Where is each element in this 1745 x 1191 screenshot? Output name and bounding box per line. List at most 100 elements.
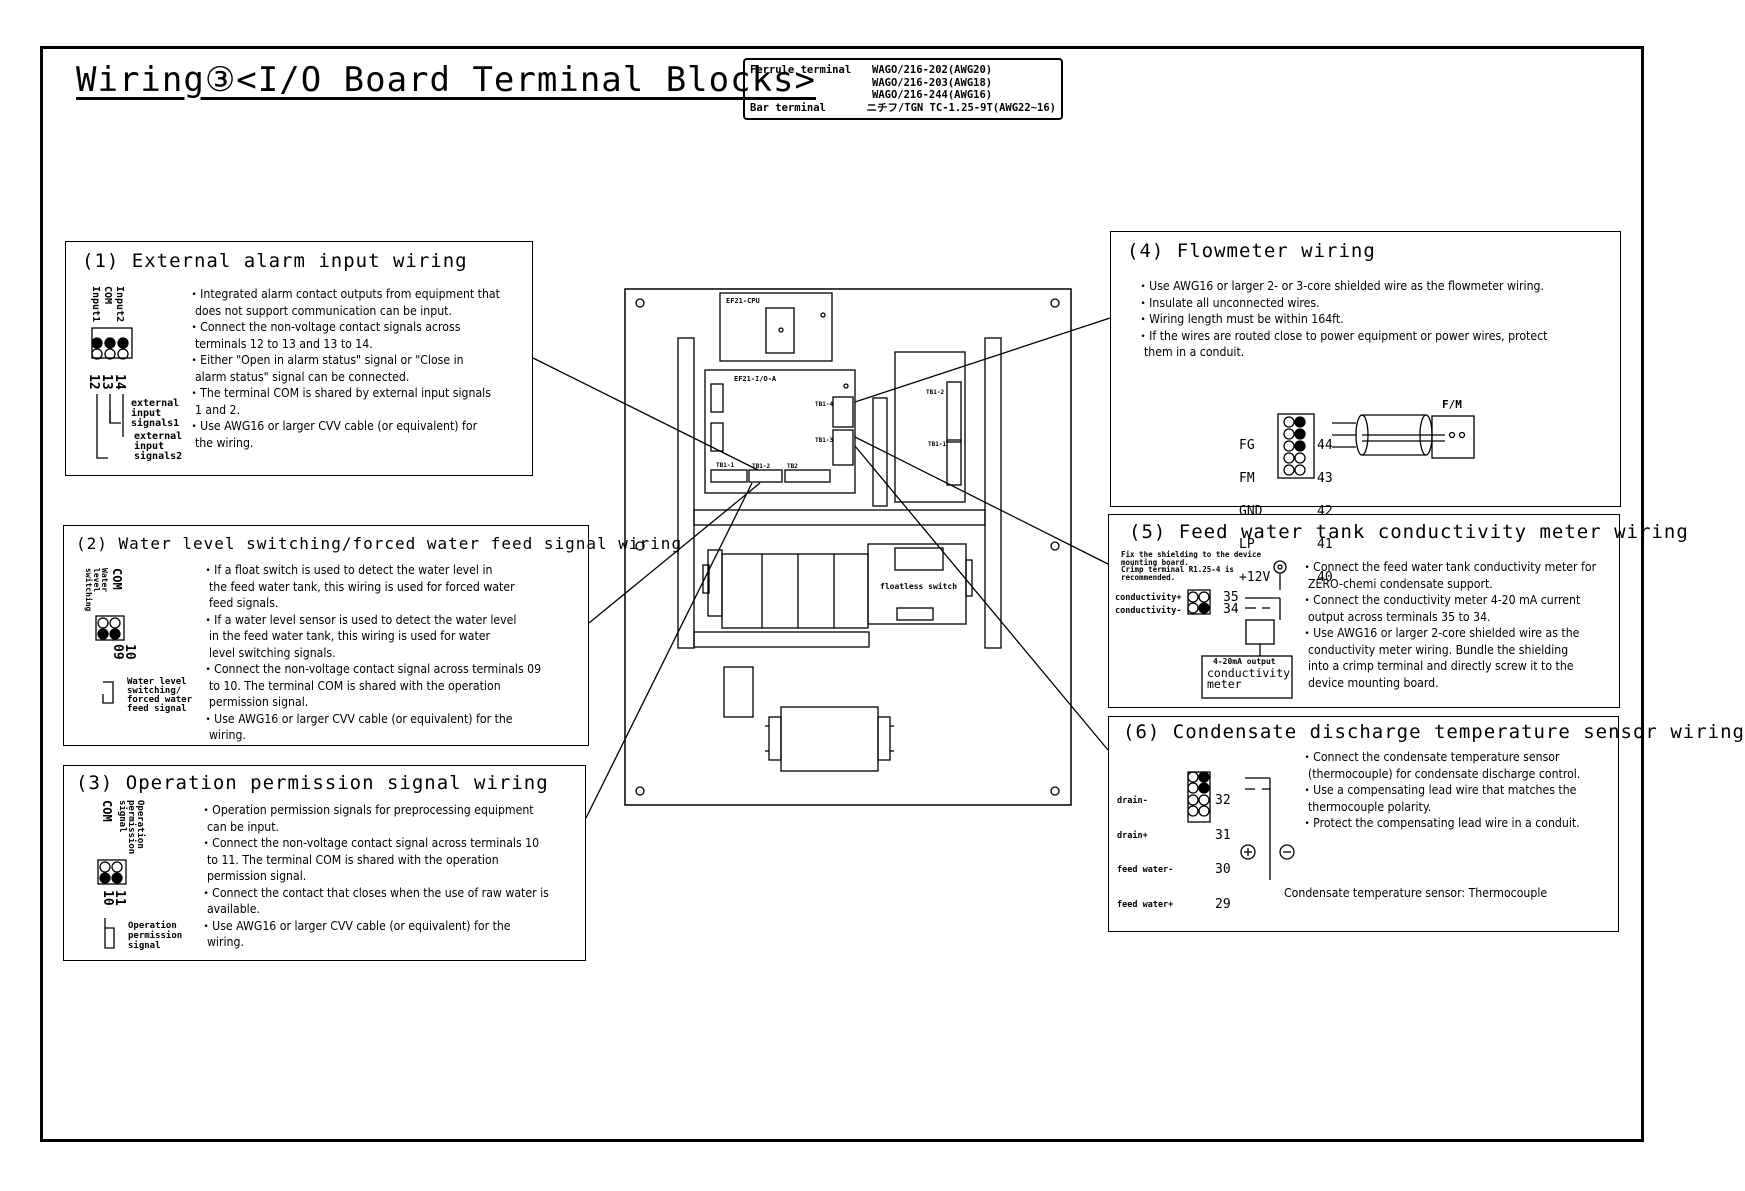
lbl-drain-minus: drain- — [1117, 796, 1148, 806]
rail — [984, 337, 1002, 649]
leader-6 — [854, 445, 1109, 751]
term-fm: FM — [1239, 471, 1255, 486]
legend-label: Bar terminal — [750, 101, 826, 114]
relay-block — [721, 553, 869, 629]
cpu-module — [765, 307, 795, 354]
component — [723, 666, 754, 718]
legend-value: WAGO/216-244(AWG16) — [872, 89, 993, 101]
mount-hole — [635, 298, 645, 308]
lbl-feed-minus: feed water- — [1117, 865, 1174, 875]
mount-hole — [635, 541, 645, 551]
section-operation-permission: (3) Operation permission signal wiring ・… — [63, 765, 586, 961]
legend-row: WAGO/216-203(AWG18) — [750, 77, 1056, 90]
conductivity-meter — [1201, 655, 1293, 699]
section-heading: (2) Water level switching/forced water f… — [76, 534, 683, 553]
leader-1 — [532, 357, 759, 471]
term-fg: FG — [1239, 438, 1255, 453]
mount-hole — [1050, 541, 1060, 551]
leader-3 — [585, 482, 753, 819]
term-lp: LP — [1239, 537, 1255, 552]
signal-label: Operation permission signal — [128, 921, 183, 951]
section-heading: (4) Flowmeter wiring — [1127, 240, 1376, 262]
cond-plus-label: conductivity+ — [1115, 593, 1182, 603]
drawing-title: Wiring③<I/O Board Terminal Blocks> — [76, 60, 816, 100]
legend-row: Bar terminal ニチフ/TGN TC-1.25-9T(AWG22~16) — [750, 102, 1056, 115]
term-30: 30 — [1215, 862, 1231, 877]
section-body: ・Use AWG16 or larger 2- or 3-core shield… — [1137, 279, 1548, 359]
legend-value: WAGO/216-203(AWG18) — [872, 76, 993, 89]
term-44: 44 — [1317, 438, 1333, 453]
cond-terminal-34: 34 — [1223, 602, 1239, 617]
leader-5 — [854, 436, 1109, 565]
flowmeter-device — [1431, 415, 1475, 459]
output-label: 4-20mA output — [1213, 657, 1276, 666]
tb2-label: TB2 — [787, 463, 798, 470]
rail — [693, 631, 870, 648]
signal-label: Water level switching/ forced water feed… — [127, 677, 193, 714]
section-external-alarm: (1) External alarm input wiring ・Integra… — [65, 241, 533, 476]
term-41: 41 — [1317, 537, 1333, 552]
rail — [677, 337, 695, 649]
flowmeter-terminal-numbers: 44 43 42 41 40 — [1317, 418, 1348, 605]
terminal-legend: Ferrule terminal WAGO/216-202(AWG20) WAGO… — [743, 58, 1063, 120]
tb1-2-block — [748, 469, 783, 483]
section-body: ・Connect the condensate temperature sens… — [1301, 750, 1581, 830]
mount-hole — [1050, 786, 1060, 796]
section-body: ・Integrated alarm contact outputs from e… — [188, 287, 500, 450]
mount-hole — [635, 786, 645, 796]
legend-row: Ferrule terminal WAGO/216-202(AWG20) — [750, 64, 1056, 77]
flowmeter-label: F/M — [1442, 398, 1462, 411]
io-board — [704, 369, 856, 494]
sensor-caption: Condensate temperature sensor: Thermocou… — [1284, 886, 1548, 900]
lbl-feed-plus: feed water+ — [1117, 899, 1174, 910]
io-board-label: EF21-I/O-A — [734, 375, 777, 383]
wiring-graphics — [91, 288, 1475, 949]
cond-terminal-35: 35 — [1223, 590, 1239, 605]
drain-labels: drain- drain+ feed water- feed water+ — [1117, 773, 1173, 934]
mount-hole — [1050, 298, 1060, 308]
drawing-frame — [40, 46, 1644, 1142]
control-panel — [624, 288, 1072, 806]
tb1-1-label: TB1-1 — [716, 462, 735, 469]
tb1-3-label: TB1-3 — [815, 437, 834, 444]
legend-value: WAGO/216-202(AWG20) — [872, 64, 993, 76]
floatless-switch-label: floatless switch — [880, 582, 958, 591]
legend-label: Ferrule terminal — [750, 64, 852, 76]
cpu-board — [719, 292, 833, 362]
floatless-switch — [867, 543, 967, 625]
section-body: ・Connect the feed water tank conductivit… — [1301, 560, 1597, 690]
rail — [693, 509, 986, 526]
shield-note: Fix the shielding to the device mounting… — [1121, 550, 1261, 582]
cond-minus-label: conductivity- — [1115, 606, 1182, 616]
section-heading: (1) External alarm input wiring — [82, 250, 468, 272]
legend-row: WAGO/216-244(AWG16) — [750, 89, 1056, 102]
tb1-3-block — [832, 429, 854, 466]
term-40: 40 — [1317, 570, 1333, 585]
temp-terminal-numbers: 32 31 30 29 — [1215, 772, 1246, 933]
section-heading: (3) Operation permission signal wiring — [76, 772, 549, 794]
meter-label: conductivity meter — [1207, 666, 1291, 691]
leader-4 — [854, 317, 1111, 403]
section-flowmeter: (4) Flowmeter wiring ・Use AWG16 or large… — [1110, 231, 1621, 584]
legend-value: ニチフ/TGN TC-1.25-9T(AWG22~16) — [866, 101, 1056, 114]
cpu-board-label: EF21-CPU — [726, 297, 760, 305]
term-12v: +12V — [1239, 570, 1271, 585]
right-tb2-label: TB1-1 — [928, 441, 947, 448]
term-29: 29 — [1215, 896, 1231, 912]
tb1-4-label: TB1-4 — [815, 401, 834, 408]
section-conductivity: (5) Feed water tank conductivity meter w… — [1108, 514, 1688, 708]
tb2-block — [784, 469, 831, 483]
term-31: 31 — [1215, 827, 1231, 843]
lbl-drain-plus: drain+ — [1117, 830, 1148, 841]
section-water-level: (2) Water level switching/forced water f… — [63, 525, 681, 746]
section-heading: (6) Condensate discharge temperature sen… — [1123, 721, 1745, 743]
term-43: 43 — [1317, 471, 1333, 486]
tb1-2-label: TB1-2 — [752, 463, 771, 470]
right-tb-label: TB1-2 — [926, 389, 945, 396]
section-condensate-temp: (6) Condensate discharge temperature sen… — [1108, 716, 1744, 934]
section-heading: (5) Feed water tank conductivity meter w… — [1129, 521, 1689, 543]
tb1-1-block — [710, 469, 748, 483]
section-body: ・Operation permission signals for prepro… — [200, 803, 549, 949]
section-body: ・If a float switch is used to detect the… — [202, 563, 542, 742]
transformer — [780, 706, 879, 772]
